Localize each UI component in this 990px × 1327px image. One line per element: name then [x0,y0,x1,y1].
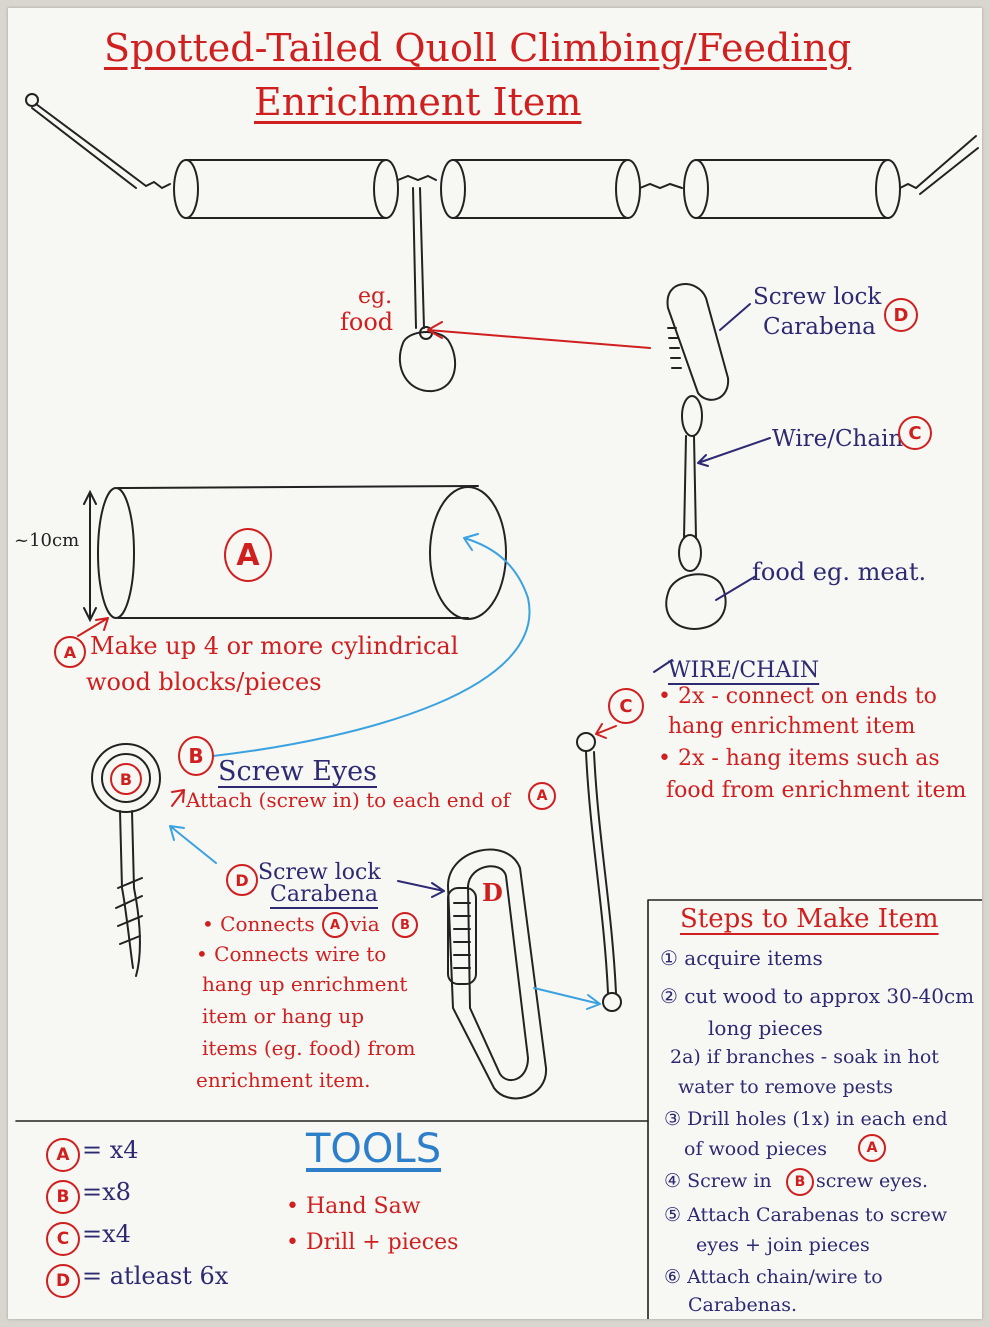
d-line-1b: via [350,912,380,936]
diagram-drawing [15,93,982,1319]
step-line-6: ③ Drill holes (1x) in each end [664,1108,948,1130]
d-line-2: • Connects wire to [196,942,387,966]
badge-a-in-d: A [322,912,348,938]
title-line-2: Enrichment Item [254,80,582,124]
tools-title: TOOLS [306,1126,442,1172]
badge-b-in-steps: B [786,1168,814,1196]
wire-chain-label-top: Wire/Chain [772,426,904,452]
step-line-1: ① acquire items [660,946,823,970]
eg-label: eg. [358,284,393,309]
step-line-12: Carabenas. [688,1294,798,1316]
step-line-4: 2a) if branches - soak in hot [670,1046,939,1068]
food-label: food [340,308,394,336]
tool-2: • Drill + pieces [286,1230,459,1255]
qty-b: =x8 [82,1178,131,1206]
step-line-11: ⑥ Attach chain/wire to [664,1266,883,1288]
wire-line-1: • 2x - connect on ends to [658,684,937,709]
part-a-desc-2: wood blocks/pieces [86,668,322,696]
badge-c-title: C [608,688,644,724]
qty-a: = x4 [82,1136,139,1164]
poster: Spotted-Tailed Quoll Climbing/Feeding En… [8,8,982,1319]
d-line-1a: • Connects [202,912,315,936]
screw-eye-drawing [91,743,161,977]
carabena-label-top: Carabena [763,314,876,340]
badge-a-desc: A [54,636,86,668]
step-line-2: ② cut wood to approx 30-40cm [660,984,975,1008]
d-line-6: enrichment item. [196,1068,371,1092]
tool-1: • Hand Saw [286,1194,421,1219]
step-line-9: ⑤ Attach Carabenas to screw [664,1204,948,1226]
qty-c: =x4 [82,1220,131,1248]
qty-d: = atleast 6x [82,1262,229,1290]
screw-lock-title: Screw lock [258,860,381,885]
wire-line-3: • 2x - hang items such as [658,746,940,771]
badge-c-top: C [898,416,932,450]
wire-drawing [576,732,622,1012]
badge-b-eye: B [110,763,142,795]
badge-a-in-steps: A [858,1134,886,1162]
d-line-4: item or hang up [202,1004,365,1028]
step-line-8a: ④ Screw in [664,1170,772,1192]
hanging-food-drawing [665,283,730,630]
size-label: ~10cm [14,530,80,551]
badge-d-top: D [884,298,918,332]
d-line-3: hang up enrichment [202,972,408,996]
qty-badge-a: A [46,1138,80,1172]
badge-b-title: B [178,736,214,776]
screw-eyes-desc: Attach (screw in) to each end of [186,788,511,812]
carabiner-letter: D [482,878,503,907]
screw-lock-label-top: Screw lock [753,284,882,310]
carabena-title: Carabena [270,882,378,907]
badge-b-in-d: B [392,912,418,938]
wire-chain-title: WIRE/CHAIN [668,658,820,683]
step-line-5: water to remove pests [678,1076,894,1098]
wire-line-4: food from enrichment item [666,778,967,803]
qty-badge-b: B [46,1180,80,1214]
screw-eyes-title: Screw Eyes [218,756,377,787]
assembled-item-drawing [25,93,979,393]
part-a-desc-1: Make up 4 or more cylindrical [90,632,459,660]
wood-block-drawing [83,485,507,623]
badge-a-large: A [224,528,272,582]
step-line-10: eyes + join pieces [696,1234,870,1256]
d-line-5: items (eg. food) from [202,1036,416,1060]
step-line-8b: screw eyes. [816,1170,929,1192]
qty-badge-d: D [46,1264,80,1298]
food-meat-label: food eg. meat. [752,558,927,586]
badge-a-ref: A [528,782,556,810]
step-line-3: long pieces [708,1016,823,1040]
carabiner-drawing [446,848,548,1100]
title-line-1: Spotted-Tailed Quoll Climbing/Feeding [104,26,852,70]
steps-title: Steps to Make Item [680,904,939,934]
wire-line-2: hang enrichment item [668,714,916,739]
qty-badge-c: C [46,1222,80,1256]
step-line-7: of wood pieces [684,1138,827,1160]
badge-d-title: D [226,864,258,896]
